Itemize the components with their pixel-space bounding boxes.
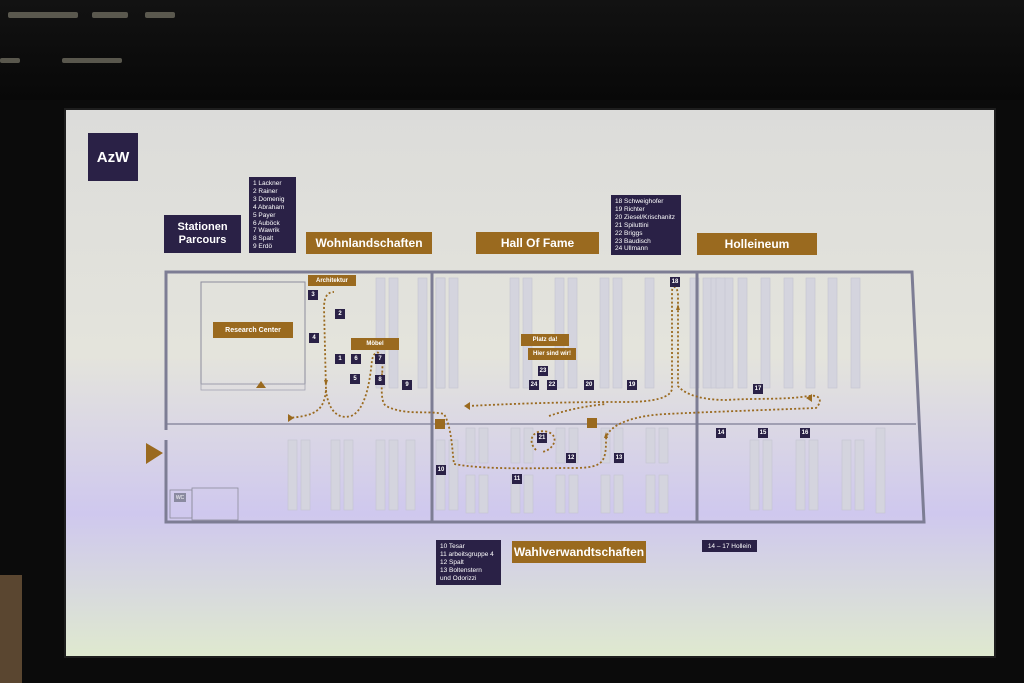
station-15: 15	[758, 428, 768, 438]
legend-entry: 20 Ziesel/Krischanitz	[615, 213, 675, 221]
ceiling-light	[8, 12, 78, 18]
legend-entry: 8 Spalt	[253, 235, 274, 243]
research-entrance-marker	[256, 381, 266, 388]
legend-entry: 21 Spiluttini	[615, 221, 649, 229]
side-poster	[0, 575, 22, 683]
ceiling-light	[145, 12, 175, 18]
entrance-arrow-icon	[146, 443, 163, 464]
legend-entry: 5 Payer	[253, 211, 276, 219]
legend-entry: 22 Briggs	[615, 229, 643, 237]
station-5: 5	[350, 374, 360, 384]
station-19: 19	[627, 380, 637, 390]
legend-entry: 3 Domenig	[253, 195, 285, 203]
research-center-label: Research Center	[213, 322, 293, 338]
station-13: 13	[614, 453, 624, 463]
legend-entry: 19 Richter	[615, 205, 645, 213]
station-8: 8	[375, 375, 385, 385]
section-title-hall-of-fame: Hall Of Fame	[476, 232, 599, 254]
station-20: 20	[584, 380, 594, 390]
station-2: 2	[335, 309, 345, 319]
section-title-holleineum: Holleineum	[697, 233, 817, 255]
section-title-wohnlandschaften: Wohnlandschaften	[306, 232, 432, 254]
legend-entry: 24 Ullmann	[615, 245, 648, 253]
section-title-wahlverwandtschaften: Wahlverwandtschaften	[512, 541, 646, 563]
display-shelves	[287, 277, 886, 514]
legend-entry: 12 Spalt	[440, 558, 464, 566]
legend-entry: 18 Schweighofer	[615, 198, 664, 205]
legend-entry: und Odorizzi	[440, 574, 477, 582]
legend-entry: 1 Lackner	[253, 180, 282, 187]
platz-da-label: Platz da!	[521, 334, 569, 346]
architektur-label: Architektur	[308, 275, 356, 286]
station-4: 4	[309, 333, 319, 343]
ceiling-light	[92, 12, 128, 18]
stairs-icon	[435, 419, 445, 429]
legend-entry: 6 Auböck	[253, 219, 280, 227]
station-24: 24	[529, 380, 539, 390]
legend-entry: 7 Wawrik	[253, 227, 280, 235]
hier-sind-wir-label: Hier sind wir!	[528, 348, 576, 360]
stairs-icon	[587, 418, 597, 428]
station-22: 22	[547, 380, 557, 390]
ceiling-light	[0, 58, 20, 63]
legend-entry: 10 Tesar	[440, 543, 465, 550]
legend-entry: 9 Erdö	[253, 243, 273, 251]
legend-entry: 2 Rainer	[253, 187, 278, 195]
path-arrows	[288, 304, 812, 438]
station-23: 23	[538, 366, 548, 376]
station-16: 16	[800, 428, 810, 438]
legend-entry: 11 arbeitsgruppe 4	[440, 550, 494, 558]
ceiling-light	[62, 58, 122, 63]
floor-plan	[146, 270, 926, 524]
azw-logo: AzW	[88, 133, 138, 181]
legend-hollein: 14 – 17 Hollein	[702, 540, 757, 552]
station-3: 3	[308, 290, 318, 300]
station-9: 9	[402, 380, 412, 390]
station-1: 1	[335, 354, 345, 364]
station-11: 11	[512, 474, 522, 484]
station-7: 7	[375, 354, 385, 364]
station-18: 18	[670, 277, 680, 287]
legend-entry: 23 Baudisch	[615, 237, 651, 245]
legend-entry: 4 Abraham	[253, 203, 285, 211]
station-14: 14	[716, 428, 726, 438]
moebel-label: Möbel	[351, 338, 399, 350]
station-12: 12	[566, 453, 576, 463]
legend-entry: 13 Boltenstern	[440, 566, 482, 574]
wc-icon: WC	[174, 493, 186, 502]
station-21: 21	[537, 433, 547, 443]
station-6: 6	[351, 354, 361, 364]
ceiling	[0, 0, 1024, 100]
station-10: 10	[436, 465, 446, 475]
stationen-parcours-label: Stationen Parcours	[164, 215, 241, 253]
station-17: 17	[753, 384, 763, 394]
service-room	[191, 487, 239, 521]
